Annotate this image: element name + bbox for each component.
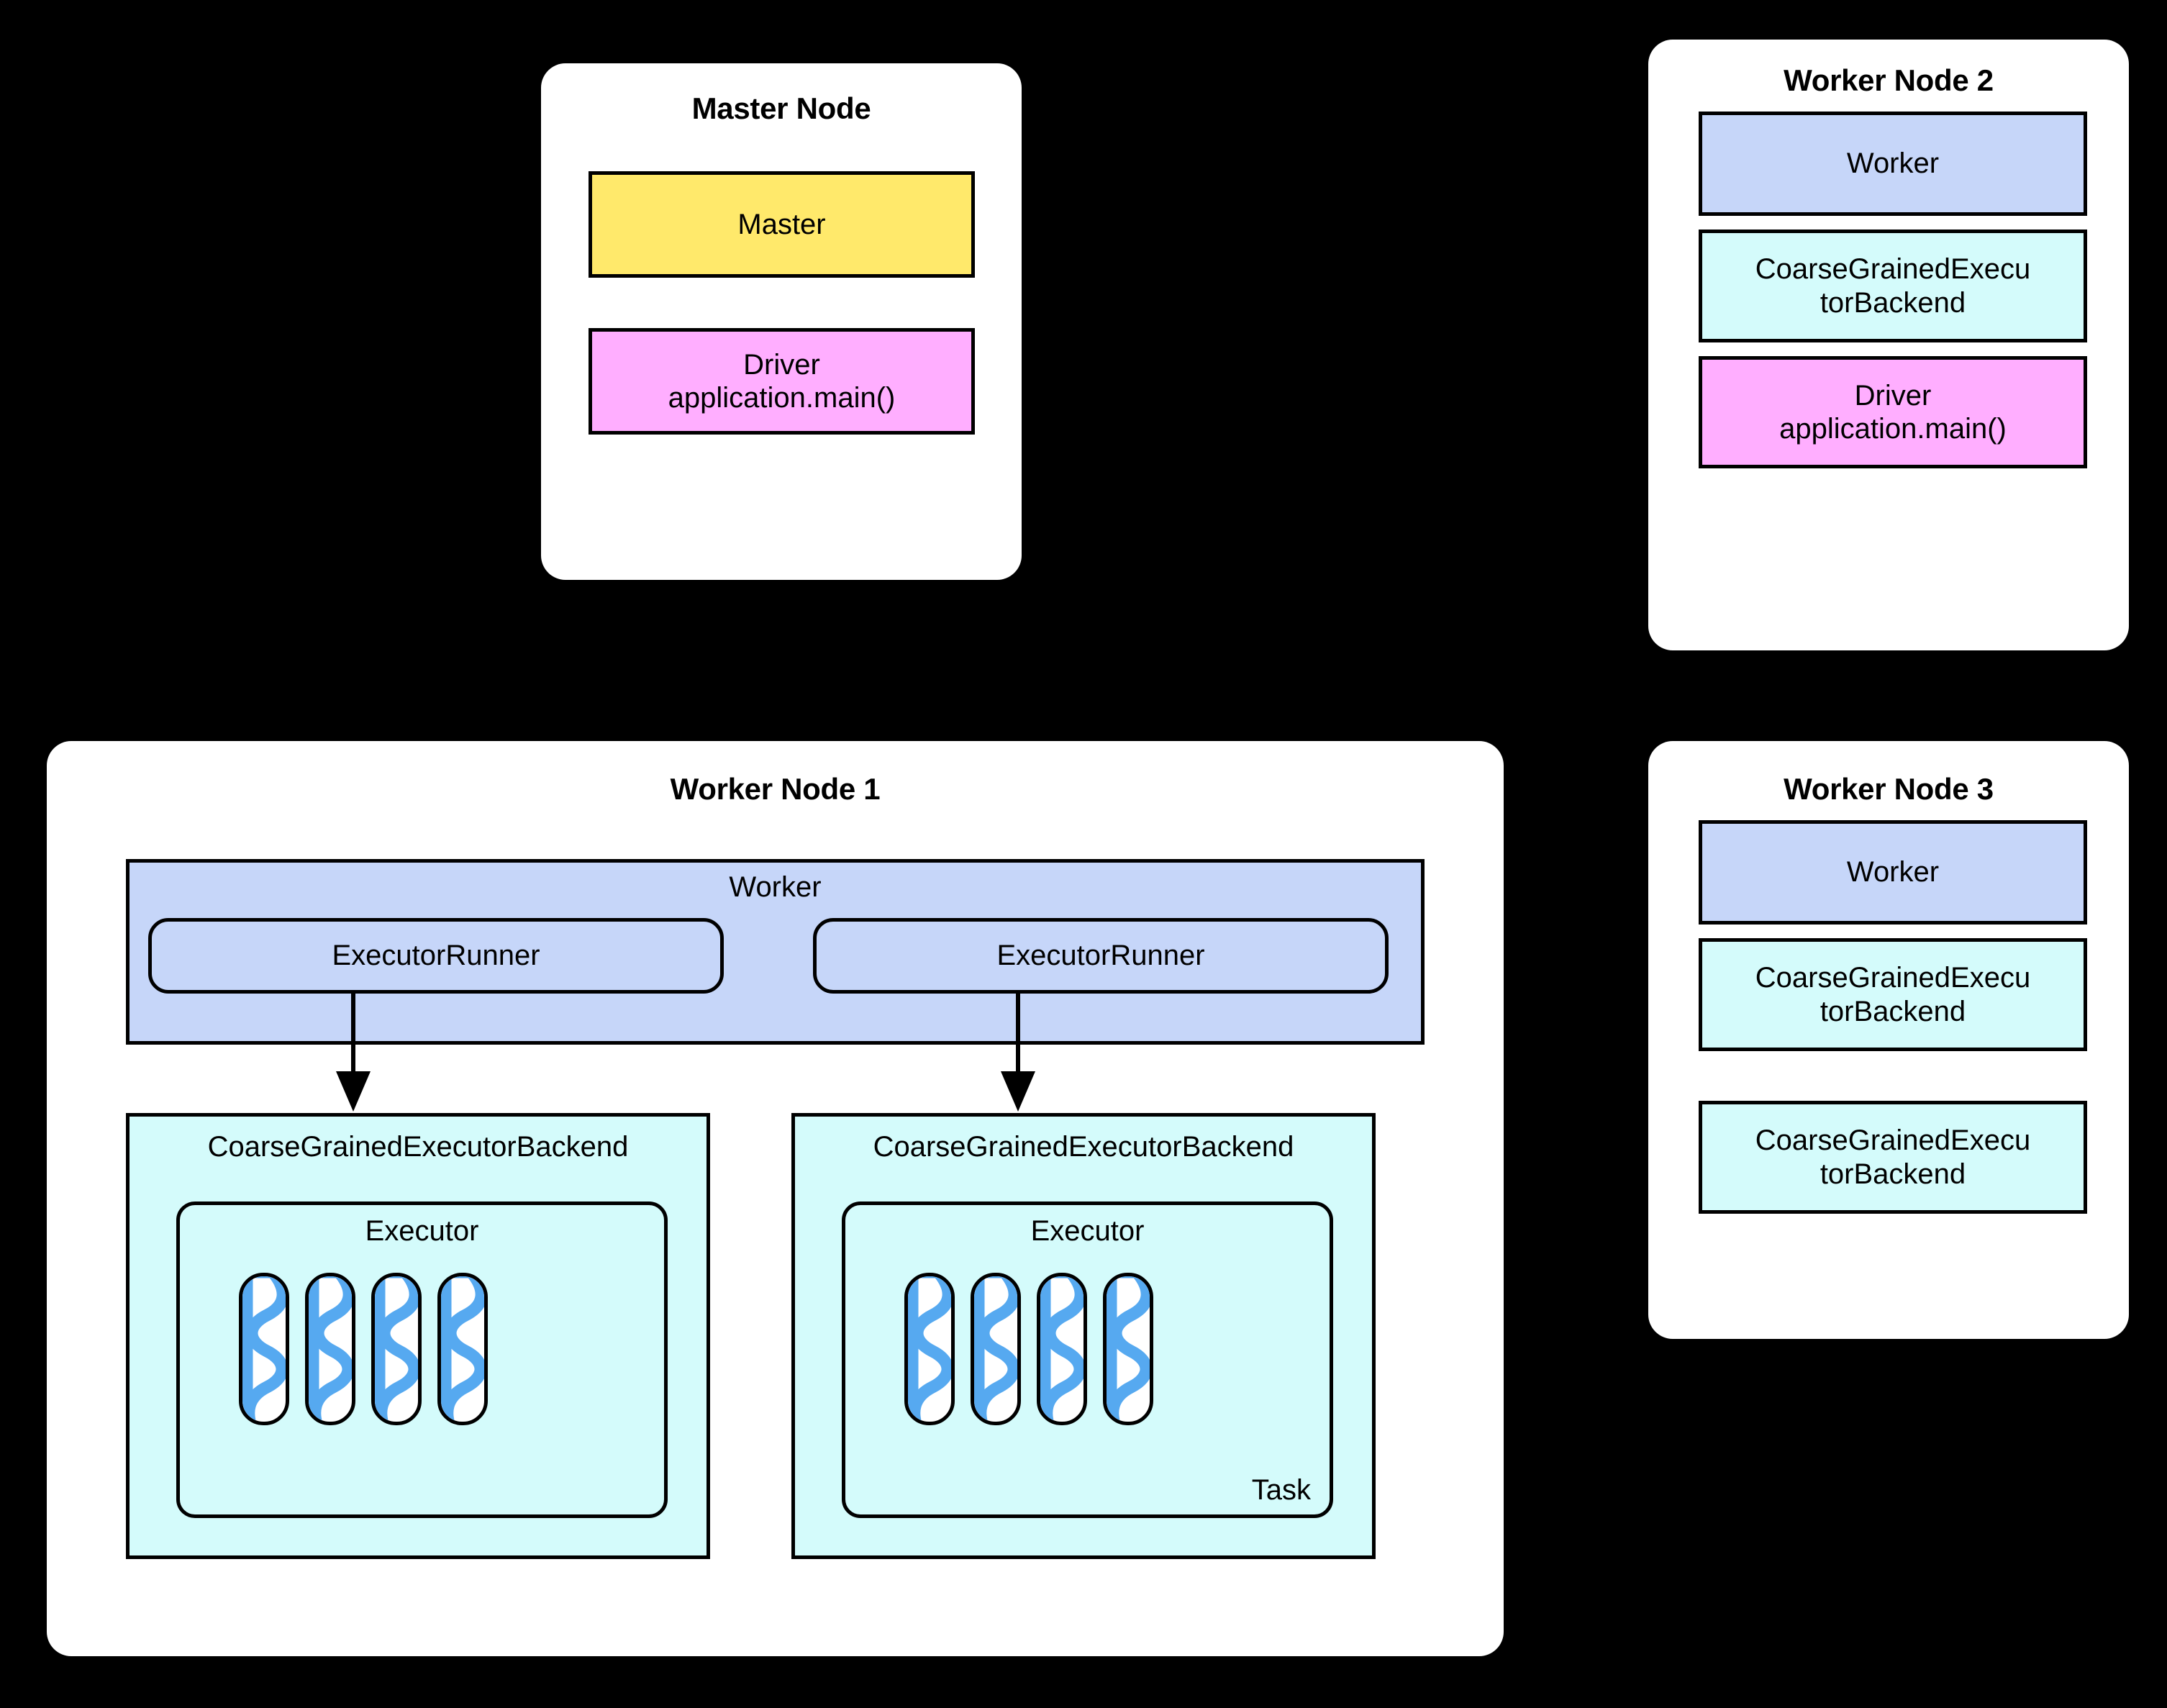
task-thread[interactable] (239, 1273, 289, 1425)
task-thread-row-2 (904, 1273, 1153, 1425)
task-thread[interactable] (971, 1273, 1021, 1425)
task-label-2: Task (1251, 1474, 1311, 1506)
worker-band-label: Worker (729, 871, 822, 903)
worker-node-2-backend-box[interactable]: CoarseGrainedExecu torBackend (1699, 230, 2087, 342)
master-node-title: Master Node (691, 91, 871, 125)
worker-node-1-backend-box-1[interactable]: CoarseGrainedExecutorBackend Executor (126, 1113, 710, 1559)
worker-node-3-panel: Worker Node 3 Worker CoarseGrainedExecu … (1648, 741, 2129, 1339)
executor-box-2[interactable]: Executor Task (842, 1201, 1333, 1518)
arrow-line-runner-2 (1016, 990, 1020, 1076)
worker-node-1-backend-box-2[interactable]: CoarseGrainedExecutorBackend Executor Ta… (791, 1113, 1376, 1559)
executor-runner-1[interactable]: ExecutorRunner (148, 918, 724, 994)
worker-node-3-worker-box[interactable]: Worker (1699, 820, 2087, 925)
task-thread[interactable] (437, 1273, 488, 1425)
arrow-head-runner-1 (336, 1071, 371, 1112)
master-node-panel: Master Node Master Driver application.ma… (541, 63, 1022, 580)
arrow-line-runner-1 (351, 990, 355, 1076)
backend-2-label: CoarseGrainedExecutorBackend (873, 1131, 1294, 1163)
executor-box-1[interactable]: Executor (176, 1201, 668, 1518)
worker-node-2-driver-box[interactable]: Driver application.main() (1699, 356, 2087, 468)
task-thread[interactable] (1037, 1273, 1087, 1425)
worker-node-2-panel: Worker Node 2 Worker CoarseGrainedExecu … (1648, 40, 2129, 650)
worker-node-1-panel: Worker Node 1 Worker ExecutorRunner Exec… (47, 741, 1504, 1656)
task-thread-row-1 (239, 1273, 488, 1425)
task-thread[interactable] (305, 1273, 355, 1425)
arrow-head-runner-2 (1001, 1071, 1035, 1112)
worker-node-2-title: Worker Node 2 (1784, 63, 1994, 97)
worker-node-3-backend-box-2[interactable]: CoarseGrainedExecu torBackend (1699, 1101, 2087, 1214)
worker-node-2-worker-box[interactable]: Worker (1699, 112, 2087, 216)
worker-node-3-title: Worker Node 3 (1784, 772, 1994, 806)
executor-runner-2[interactable]: ExecutorRunner (813, 918, 1389, 994)
worker-node-1-title: Worker Node 1 (670, 772, 881, 806)
executor-2-label: Executor (1030, 1215, 1145, 1247)
task-thread[interactable] (1103, 1273, 1153, 1425)
worker-node-3-backend-box-1[interactable]: CoarseGrainedExecu torBackend (1699, 938, 2087, 1051)
backend-1-label: CoarseGrainedExecutorBackend (207, 1131, 629, 1163)
worker-node-1-worker-band[interactable]: Worker ExecutorRunner ExecutorRunner (126, 859, 1425, 1045)
master-component-box[interactable]: Master (589, 171, 975, 278)
task-thread[interactable] (904, 1273, 955, 1425)
driver-component-box[interactable]: Driver application.main() (589, 328, 975, 435)
task-thread[interactable] (371, 1273, 422, 1425)
executor-1-label: Executor (365, 1215, 479, 1247)
